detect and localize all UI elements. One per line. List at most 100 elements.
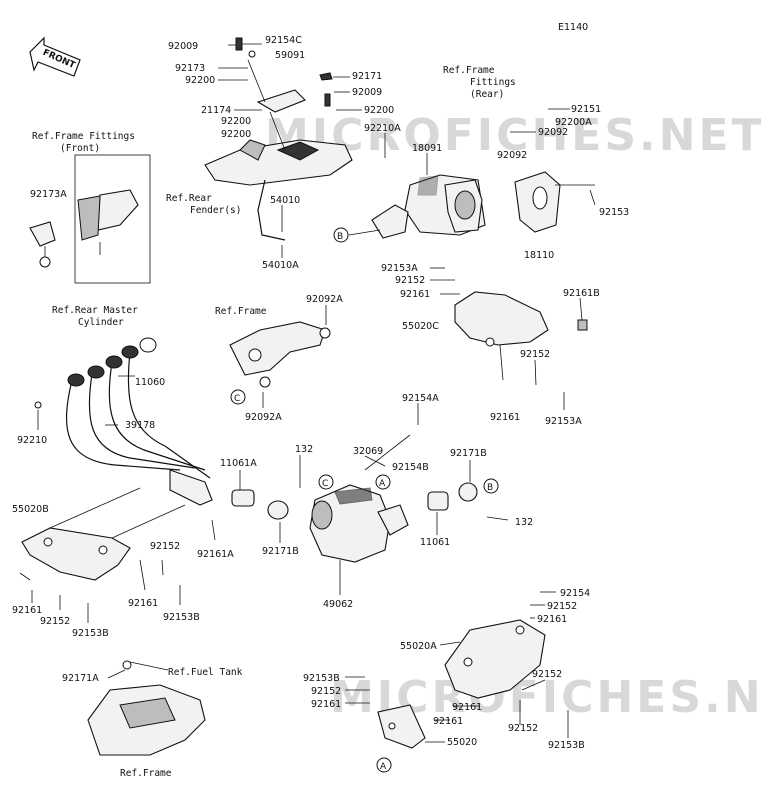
svg-text:B: B	[487, 483, 493, 493]
part-number: 92009	[168, 41, 198, 52]
part-number: 92200	[221, 116, 251, 127]
part-number: 39178	[125, 420, 155, 431]
front-arrow-icon: FRONT	[29, 36, 81, 77]
part-number: 92154	[560, 588, 590, 599]
ref-frame-mid: Ref.Frame	[215, 306, 267, 317]
part-number: 21174	[201, 105, 231, 116]
part-number: 92154B	[392, 462, 429, 473]
ref-frame-fittings-front-sub: (Front)	[60, 143, 100, 154]
part-number: 11061	[420, 537, 450, 548]
part-number: 55020B	[12, 504, 49, 515]
part-number: 92153A	[545, 416, 582, 427]
leader-lines	[19, 44, 596, 743]
part-number: 92092	[497, 150, 527, 161]
ref-frame-fittings-front: Ref.Frame Fittings	[32, 131, 135, 142]
part-number: 132	[515, 517, 533, 528]
part-number: 55020C	[402, 321, 439, 332]
heat-guard-55020b	[21, 487, 186, 581]
part-number: 92152	[547, 601, 577, 612]
part-number: 92161	[452, 702, 482, 713]
part-number: 92092A	[245, 412, 282, 423]
svg-text:A: A	[379, 479, 386, 489]
part-number: 92153B	[303, 673, 340, 684]
callout-a-2: A	[376, 757, 392, 773]
ref-rear-master-sub: Cylinder	[78, 317, 124, 328]
frame-bracket	[229, 321, 331, 388]
callout-b-1: B	[333, 227, 349, 243]
part-number: 92153B	[548, 740, 585, 751]
part-number: 92153B	[72, 628, 109, 639]
part-number: 92153B	[163, 612, 200, 623]
part-number: 54010	[270, 195, 300, 206]
main-muffler	[231, 434, 478, 563]
part-number: 92173	[175, 63, 205, 74]
part-number: 92092	[538, 127, 568, 138]
bottom-frame-bracket	[87, 660, 206, 756]
part-number: 92009	[352, 87, 382, 98]
part-number: 92210	[17, 435, 47, 446]
exhaust-headers	[34, 337, 213, 506]
part-number: 92152	[508, 723, 538, 734]
svg-text:B: B	[337, 232, 343, 242]
callout-c-2: C	[318, 474, 334, 490]
part-number: 92161	[433, 716, 463, 727]
part-number: 55020	[447, 737, 477, 748]
ref-frame-fittings-rear-2: Fittings	[470, 77, 516, 88]
part-number: 92161	[311, 699, 341, 710]
part-number: 92154A	[402, 393, 439, 404]
part-number: 92173A	[30, 189, 67, 200]
part-number: 92154C	[265, 35, 302, 46]
part-number: 92210A	[364, 123, 401, 134]
part-number: 92152	[532, 669, 562, 680]
front-frame-fittings	[29, 154, 151, 284]
part-number: 92152	[395, 275, 425, 286]
part-number: 92152	[311, 686, 341, 697]
muffler-assembly	[371, 171, 561, 239]
ref-frame-bottom: Ref.Frame	[120, 768, 172, 779]
heat-guard-55020a	[444, 619, 546, 699]
rear-fender-bracket	[204, 37, 353, 241]
ref-rear-master: Ref.Rear Master	[52, 305, 138, 316]
part-number: 92171A	[62, 673, 99, 684]
part-number: 54010A	[262, 260, 299, 271]
part-number: 11060	[135, 377, 165, 388]
svg-text:A: A	[380, 762, 387, 772]
part-number: 92161A	[197, 549, 234, 560]
part-number: 55020A	[400, 641, 437, 652]
ref-rear-fender: Ref.Rear	[166, 193, 212, 204]
part-number: 92161	[490, 412, 520, 423]
part-number: 92200	[185, 75, 215, 86]
part-number: 92171B	[450, 448, 487, 459]
callout-c-1: C	[230, 389, 246, 405]
part-number: 18110	[524, 250, 554, 261]
part-number: 92151	[571, 104, 601, 115]
ref-frame-fittings-rear-3: (Rear)	[470, 89, 504, 100]
part-number: 92161	[12, 605, 42, 616]
callout-b-2: B	[483, 478, 499, 494]
part-number: 92200	[221, 129, 251, 140]
part-number: 92161B	[563, 288, 600, 299]
part-number: 92161	[400, 289, 430, 300]
part-number: 49062	[323, 599, 353, 610]
part-number: 59091	[275, 50, 305, 61]
diagram-code: E1140	[558, 22, 588, 33]
ref-labels: Ref.Frame Fittings (Front) Ref.Frame Fit…	[32, 65, 516, 779]
part-number: 92200	[364, 105, 394, 116]
svg-text:C: C	[234, 394, 240, 404]
svg-text:C: C	[322, 479, 328, 489]
bracket-55020	[377, 704, 426, 749]
part-number: 18091	[412, 143, 442, 154]
ref-fuel-tank: Ref.Fuel Tank	[168, 667, 243, 678]
callout-a-1: A	[375, 474, 391, 490]
ref-rear-fender-sub: Fender(s)	[190, 205, 241, 216]
part-number: 132	[295, 444, 313, 455]
part-number: 92171B	[262, 546, 299, 557]
heat-guard-55020c	[454, 291, 588, 347]
part-number: 92171	[352, 71, 382, 82]
part-number: 92152	[40, 616, 70, 627]
part-number: 92153	[599, 207, 629, 218]
part-number-labels: 92009 92154C 59091 92173 92200 92171 920…	[12, 35, 629, 751]
part-number: 32069	[353, 446, 383, 457]
